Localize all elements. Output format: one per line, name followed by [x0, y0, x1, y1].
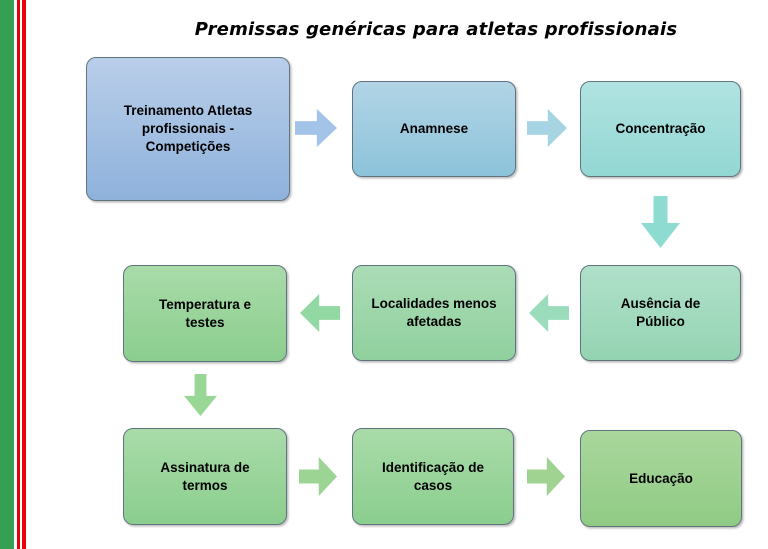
flow-node-educacao: Educação [580, 430, 742, 527]
flow-node-label: Ausência de Público [620, 296, 701, 329]
arrow-right-icon [527, 109, 567, 147]
arrow-right-icon [527, 457, 565, 496]
arrow-left-icon [529, 294, 569, 332]
flow-node-temperatura: Temperatura e testes [123, 265, 287, 362]
arrow-down-icon [184, 374, 217, 416]
flow-node-assinatura: Assinatura de termos [123, 428, 287, 525]
flow-node-label: Concentração [615, 121, 706, 137]
border-stripe-red-thin [17, 0, 20, 549]
border-stripe-red-thick [22, 0, 26, 549]
arrow-left-icon [300, 294, 340, 332]
arrow-right-icon [295, 109, 337, 147]
border-stripe-green [0, 0, 14, 549]
flow-node-treinamento: Treinamento Atletas profissionais - Comp… [86, 57, 290, 201]
flow-node-label: Educação [629, 470, 693, 486]
flow-node-concentracao: Concentração [580, 81, 741, 177]
flow-node-ausencia: Ausência de Público [580, 265, 741, 361]
flow-node-anamnese: Anamnese [352, 81, 516, 177]
flow-node-label: Localidades menos afetadas [371, 296, 497, 329]
flow-node-label: Temperatura e testes [158, 296, 252, 330]
arrow-right-icon [299, 457, 337, 496]
flow-node-identificacao: Identificação de casos [352, 428, 514, 525]
flow-node-label: Identificação de casos [381, 459, 485, 493]
flow-node-label: Assinatura de termos [160, 459, 250, 493]
arrow-down-icon [641, 196, 680, 248]
flow-node-label: Anamnese [399, 121, 469, 137]
diagram-title: Premissas genéricas para atletas profiss… [194, 19, 678, 40]
flow-node-localidades: Localidades menos afetadas [352, 265, 516, 361]
flow-node-label: Treinamento Atletas profissionais - Comp… [123, 103, 253, 154]
